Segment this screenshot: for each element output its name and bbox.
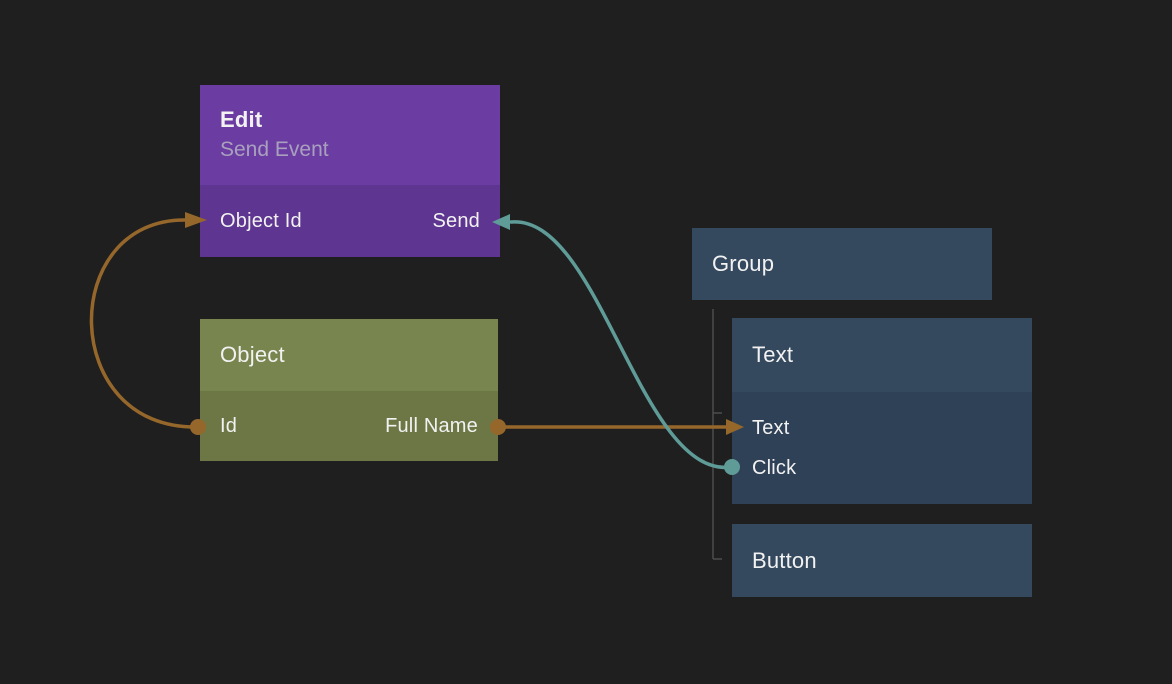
node-edit-ports: Object Id Send bbox=[200, 185, 500, 257]
input-port-object-id[interactable]: Object Id bbox=[220, 209, 302, 232]
node-object[interactable]: Object Id Full Name bbox=[200, 319, 498, 461]
output-port-click[interactable]: Click bbox=[752, 456, 797, 479]
port-row: Object Id Send bbox=[220, 201, 480, 241]
output-port-id[interactable]: Id bbox=[220, 414, 238, 437]
group-children-tree-line bbox=[712, 309, 722, 560]
node-group[interactable]: Group bbox=[692, 228, 992, 300]
wire-curve-click-to-send[interactable] bbox=[509, 220, 734, 469]
port-row: Id Full Name bbox=[220, 406, 478, 446]
node-edit-subtitle: Send Event bbox=[220, 138, 329, 161]
wire-full-name-to-text bbox=[490, 419, 744, 435]
port-dot-id-icon[interactable] bbox=[190, 419, 206, 435]
port-row: Click bbox=[752, 448, 1012, 488]
node-object-ports: Id Full Name bbox=[200, 391, 498, 461]
input-port-send[interactable]: Send bbox=[432, 209, 480, 232]
node-object-header: Object bbox=[200, 319, 498, 391]
node-edit-title: Edit bbox=[220, 107, 263, 132]
node-text-title: Text bbox=[752, 342, 794, 367]
input-port-text[interactable]: Text bbox=[752, 416, 790, 439]
node-text[interactable]: Text Text Click bbox=[732, 318, 1032, 504]
node-edit[interactable]: Edit Send Event Object Id Send bbox=[200, 85, 500, 257]
node-text-header: Text bbox=[732, 318, 1032, 392]
node-button-title: Button bbox=[752, 547, 817, 573]
node-button[interactable]: Button bbox=[732, 524, 1032, 597]
node-edit-header: Edit Send Event bbox=[200, 85, 500, 185]
node-object-title: Object bbox=[220, 342, 285, 367]
output-port-full-name[interactable]: Full Name bbox=[385, 414, 478, 437]
wire-object-id-to-edit-object-id bbox=[89, 212, 207, 435]
port-dot-full-name-icon[interactable] bbox=[490, 419, 506, 435]
wire-curve-id-to-object-id[interactable] bbox=[89, 218, 200, 429]
port-dot-click-icon[interactable] bbox=[724, 459, 740, 475]
node-group-title: Group bbox=[712, 251, 775, 276]
port-row: Text bbox=[752, 408, 1012, 448]
node-text-ports: Text Click bbox=[732, 392, 1032, 504]
